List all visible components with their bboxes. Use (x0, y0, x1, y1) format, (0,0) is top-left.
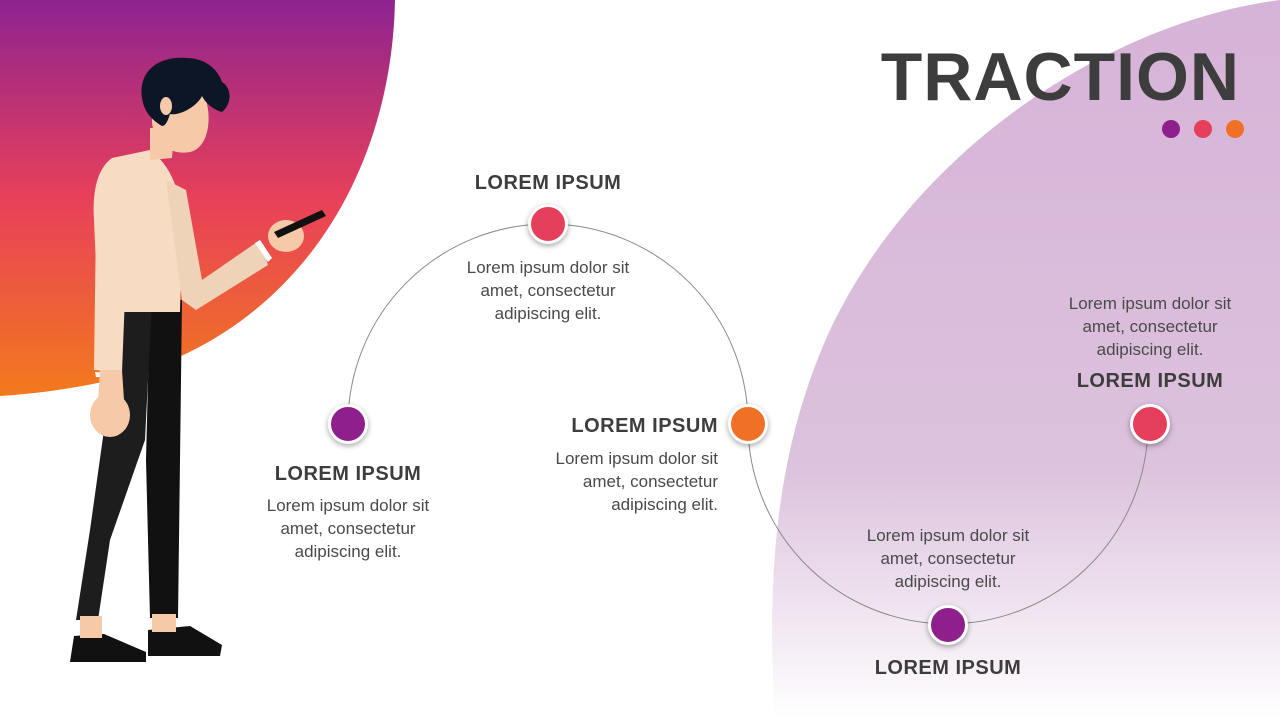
milestone-3-node (728, 404, 768, 444)
milestone-5-text: Lorem ipsum dolor sit amet, consectetur … (1068, 294, 1232, 359)
milestone-2-text: Lorem ipsum dolor sit amet, consectetur … (466, 258, 630, 323)
milestone-5-node (1130, 404, 1170, 444)
milestone-1-label: LOREM IPSUM (274, 463, 422, 485)
milestone-2-node (528, 204, 568, 244)
indicator-dots (1162, 120, 1244, 138)
milestone-2-label: LOREM IPSUM (474, 172, 622, 194)
milestone-5-label: LOREM IPSUM (1076, 370, 1224, 392)
person-illustration (70, 57, 326, 662)
page-title: TRACTION (880, 39, 1240, 115)
milestone-3-text: Lorem ipsum dolor sit amet, consectetur … (555, 449, 718, 514)
milestone-4-label: LOREM IPSUM (874, 657, 1022, 679)
lavender-blob (772, 0, 1280, 720)
warm-gradient-blob (0, 0, 395, 396)
milestone-4-text: Lorem ipsum dolor sit amet, consectetur … (866, 526, 1030, 591)
milestone-4-node (928, 605, 968, 645)
milestone-1-node (328, 404, 368, 444)
indicator-dot-purple (1162, 120, 1180, 138)
indicator-dot-orange (1226, 120, 1244, 138)
milestone-3-label: LOREM IPSUM (571, 415, 718, 437)
milestone-1-text: Lorem ipsum dolor sit amet, consectetur … (266, 496, 430, 561)
indicator-dot-red (1194, 120, 1212, 138)
